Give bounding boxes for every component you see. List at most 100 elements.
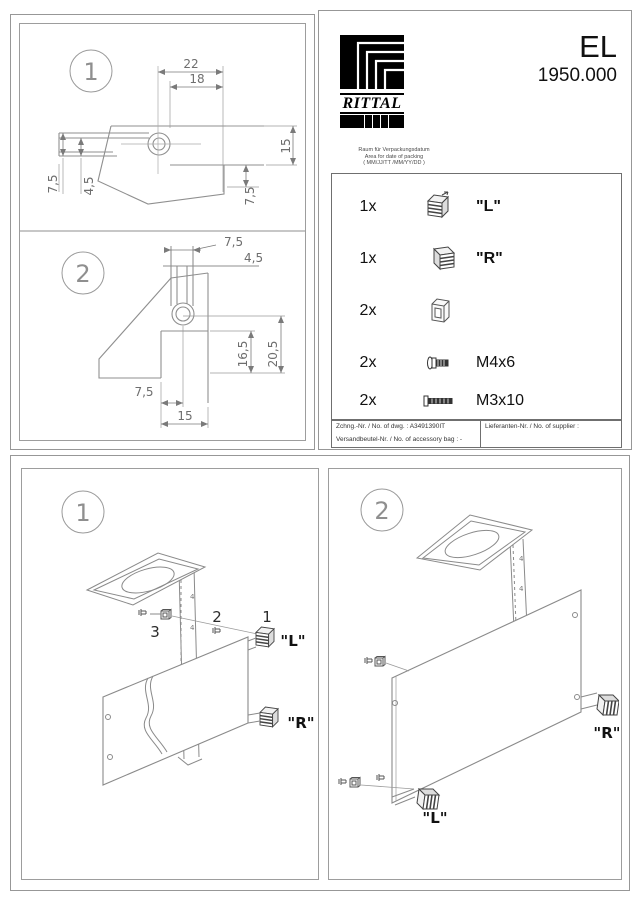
dim-15-bottom: 15 [177,409,192,423]
figure1-circle [69,49,113,93]
model-name: EL [579,29,617,64]
label-l: "L" [422,809,447,827]
top-tray [85,552,207,606]
figure2-number: 2 [75,260,90,288]
parts-row-screw-m4: 2x M4x6 [332,342,621,384]
part-label: "L" [476,198,501,215]
dim-7-5-bottom: 7,5 [134,385,153,399]
part-qty: 1x [359,250,377,267]
leader-line [385,662,410,672]
drawing-number: Zchng.-Nr. / No. of dwg. : A3491390IT [336,423,446,430]
dim-15: 15 [279,138,293,153]
dim-7-5-left: 7,5 [46,174,60,193]
drawing2-dimension-lines [161,244,284,427]
figure1-number: 1 [83,58,98,86]
louver-r [596,694,620,716]
side-panel [391,589,582,804]
part-qty: 2x [359,354,377,371]
part-qty: 1x [359,198,377,215]
assembly-step2-panel: 2 4 4 [328,468,622,880]
dim-18: 18 [189,72,204,86]
screw-icon [138,608,147,617]
dimension-panel: 1 [10,14,315,450]
packing-note-line2: Area for date of packing [364,153,424,160]
clip-icon [160,609,172,620]
rail-mark-a: 4 [519,555,524,563]
part-label: M4x6 [476,354,516,371]
louver-l [416,788,440,810]
parts-row-clip: 2x [332,290,621,332]
drawing2-extension-lines [160,246,285,428]
figure2-circle [61,251,105,295]
screw-long-icon [404,393,476,409]
label-r: "R" [593,724,619,742]
callout-3: 3 [150,623,160,641]
dim-4-5-left: 4,5 [82,176,96,195]
callout-1: 1 [262,608,272,626]
title-block: Zchng.-Nr. / No. of dwg. : A3491390IT Ve… [331,419,622,448]
tab-lines [247,712,261,724]
screw-icon [376,773,385,782]
dim-7-5-top: 7,5 [224,235,243,249]
part-qty: 2x [359,392,377,409]
parts-row-louver-r: 1x "R" [332,238,621,280]
assembly-step2-drawing: 2 4 4 [338,488,621,827]
leader-line [171,615,263,636]
clip-icon [374,656,386,667]
dim-4-5-top: 4,5 [244,251,263,265]
accessory-bag-number: Versandbeutel-Nr. / No. of accessory bag… [336,436,463,443]
dim-20-5: 20,5 [266,341,280,368]
packing-date-note: Raum für Verpackungsdatum Area for date … [339,147,449,167]
packing-note-line1: Raum für Verpackungsdatum [358,147,430,153]
label-l: "L" [280,632,305,650]
mounting-rail [509,538,528,630]
drawing2-part-outline [98,246,259,403]
part-qty: 2x [359,302,377,319]
title-block-left: Zchng.-Nr. / No. of dwg. : A3491390IT Ve… [332,420,480,447]
clip-nut-icon [404,294,476,328]
parts-row-screw-m3: 2x M3x10 [332,380,621,422]
assembly-step1-drawing: 1 4 4 [61,490,315,786]
dim-7-5-right: 7,5 [243,186,257,205]
callout-2: 2 [212,608,222,626]
rittal-logo-icon [340,35,404,89]
clip-icon [349,777,361,788]
label-r: "R" [287,714,314,732]
step1-number: 1 [75,499,90,527]
drawing1-centerlines [121,66,201,174]
drawing1-dimension-lines [60,69,296,187]
rail-mark-b: 4 [190,624,195,632]
dimension-panel-inner: 1 [19,23,306,441]
rail-mark-b: 4 [519,585,524,593]
parts-list: 1x "L" 1x "R" 2x [331,173,622,421]
brand-wordmark: RITTAL [340,93,404,114]
louver-left-icon [404,191,476,223]
dim-16-5: 16,5 [236,341,250,368]
part-label: "R" [476,250,503,267]
step1-circle [61,490,105,534]
drawing1-extension-lines [58,66,297,194]
packing-note-line3: ( MM/JJ/TT /MM/YY/DD ) [363,160,425,166]
tab-lines [391,788,416,806]
side-panel [102,636,249,786]
leader-line [360,784,415,790]
top-tray [415,514,534,571]
dimension-drawings: 1 [20,49,305,428]
louver-right-icon [404,243,476,275]
assembly-section: 1 4 4 [10,455,630,891]
step2-circle [360,488,404,532]
screw-short-icon [404,353,476,373]
tab-lines [247,637,257,651]
parts-row-louver-l: 1x "L" [332,186,621,228]
tab-lines [580,692,598,710]
logo-bar [340,115,404,128]
dim-22: 22 [183,57,198,71]
header-panel: RITTAL EL 1950.000 Raum für Verpackungsd… [318,10,632,450]
order-number: 1950.000 [537,65,617,86]
part-label: M3x10 [476,392,525,409]
louver-r [259,706,279,728]
screw-icon [364,656,373,665]
screw-icon [212,626,221,635]
supplier-number: Lieferanten-Nr. / No. of supplier : [480,420,621,447]
